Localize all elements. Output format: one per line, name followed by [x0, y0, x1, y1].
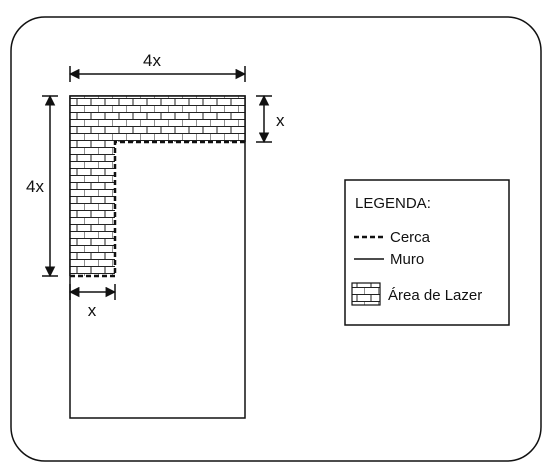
dimension-left-label: 4x — [26, 177, 44, 196]
legend-title: LEGENDA: — [355, 195, 431, 212]
legend-item-muro: Muro — [390, 251, 424, 268]
leisure-area-wall — [69, 95, 246, 276]
dimension-bottom-label: x — [88, 301, 97, 320]
legend-item-cerca: Cerca — [390, 229, 431, 246]
dimension-right-label: x — [276, 111, 285, 130]
fence-line — [70, 140, 245, 278]
legend-brick-sample — [351, 282, 381, 306]
legend-item-area-lazer: Área de Lazer — [388, 287, 482, 304]
dimension-top-label: 4x — [143, 51, 161, 70]
legend: LEGENDA: Cerca Muro Área de Lazer — [344, 179, 510, 326]
